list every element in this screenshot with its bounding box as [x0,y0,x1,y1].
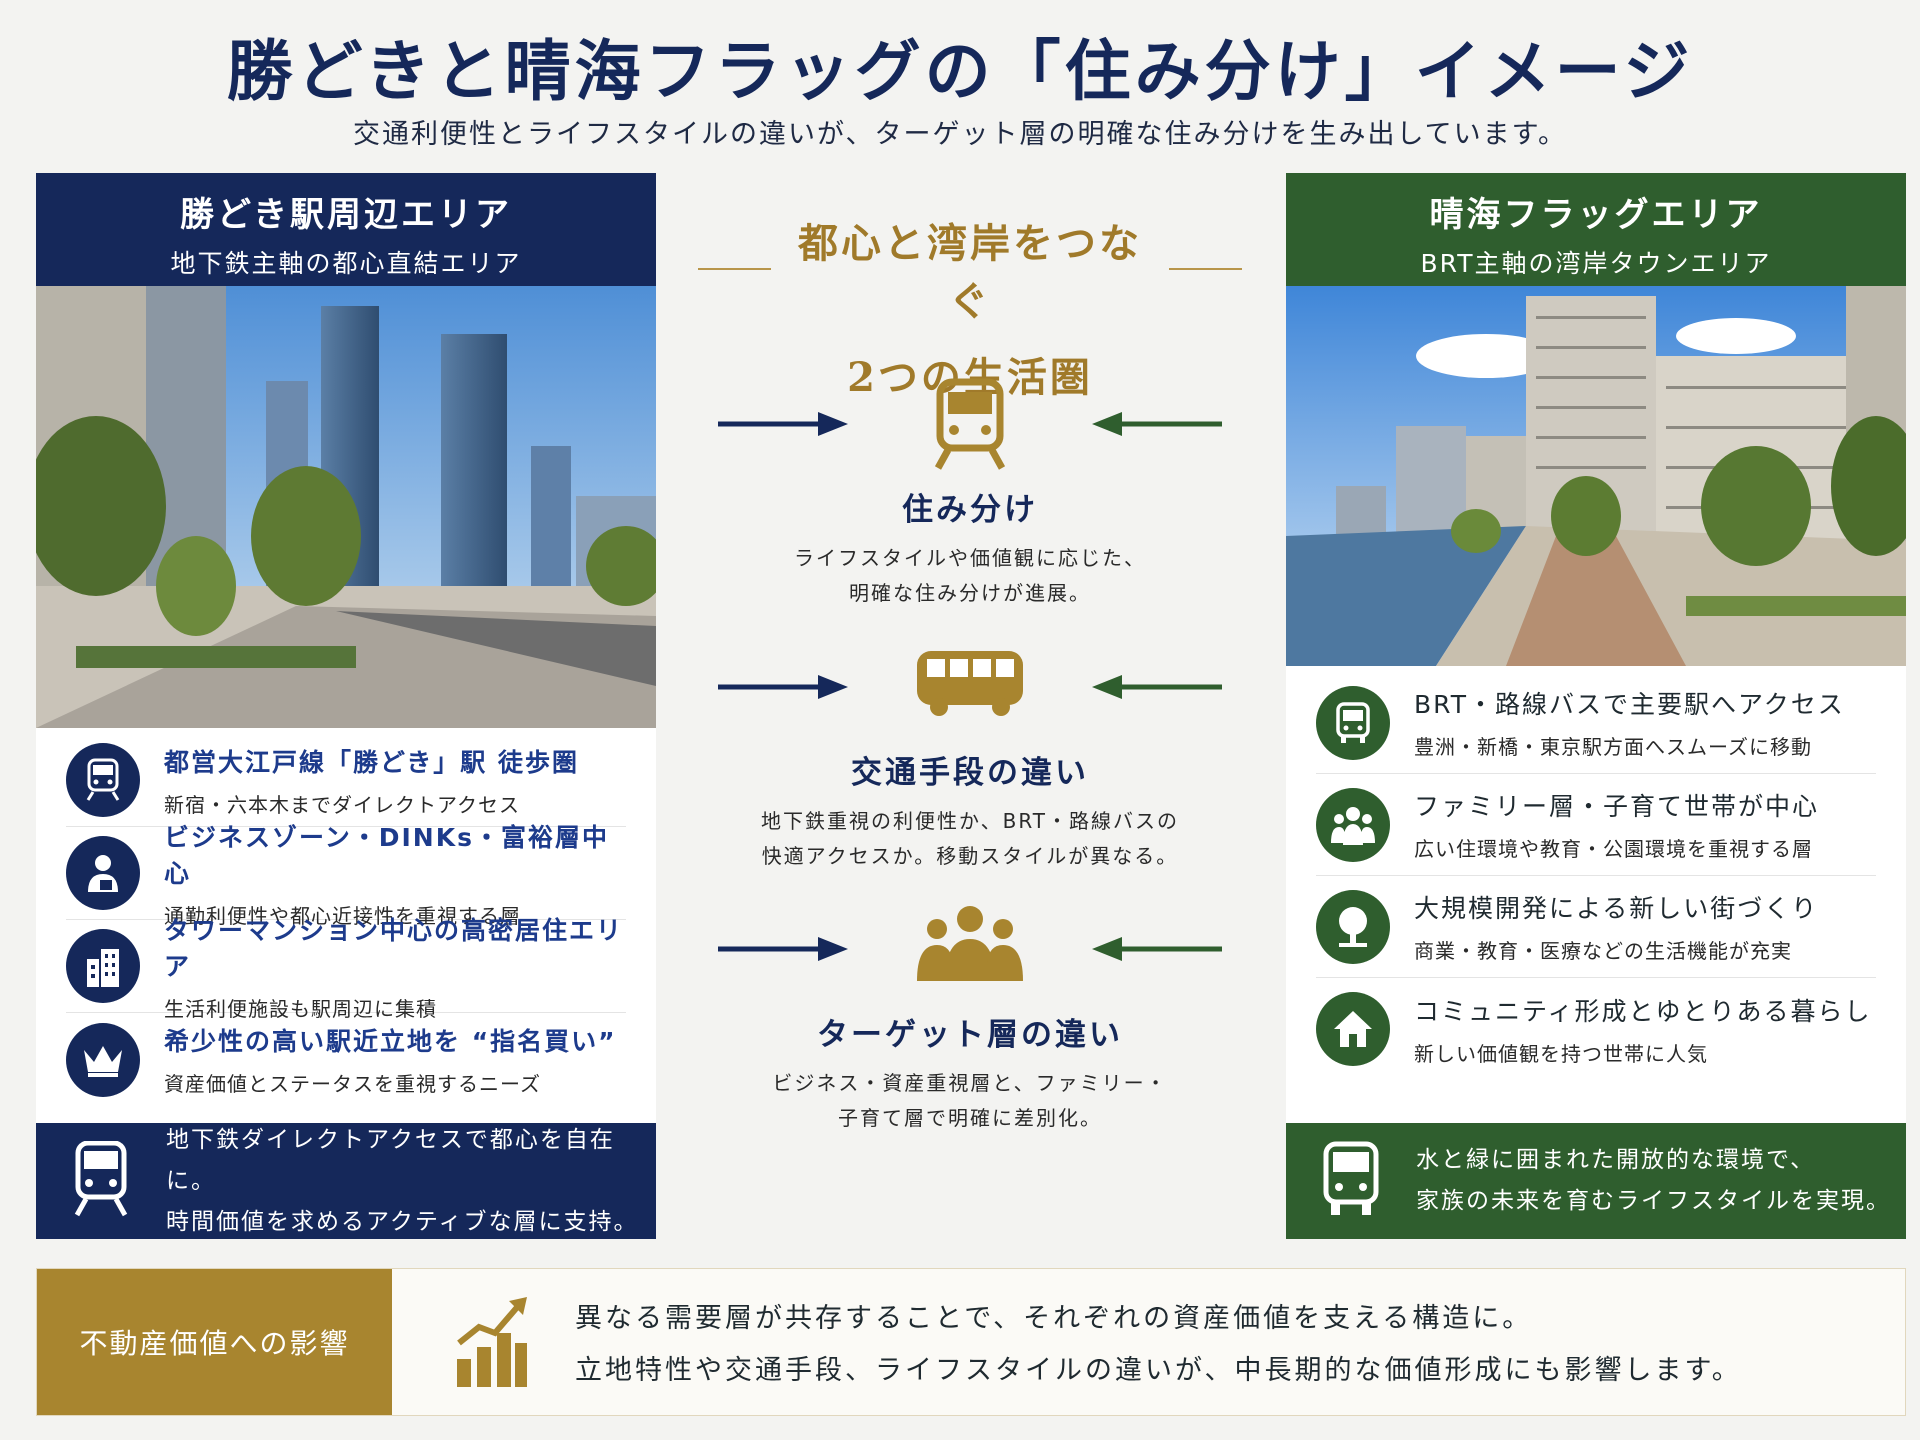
feature-title: コミュニティ形成とゆとりある暮らし [1414,996,1872,1026]
harumi-panel-subtitle: BRT主軸の湾岸タウンエリア [1420,249,1772,278]
arrow-right-icon [718,937,848,961]
harumi-footer-line1: 水と緑に囲まれた開放的な環境で、 [1416,1147,1816,1173]
real-estate-impact-box: 不動産価値への影響 異なる需要層が共存することで、それぞれの資産価値を支える構造… [36,1268,1906,1416]
feature-desc: 商業・教育・医療などの生活機能が充実 [1414,939,1792,963]
arrow-right-icon [718,412,848,436]
feature-title: BRT・路線バスで主要駅へアクセス [1414,690,1845,719]
center-block-desc: 明確な住み分けが進展。 [849,581,1091,605]
list-item: 希少性の高い駅近立地を “指名買い” 資産価値とステータスを重視するニーズ [66,1013,626,1106]
list-item: 大規模開発による新しい街づくり 商業・教育・医療などの生活機能が充実 [1316,876,1876,978]
train-icon [66,743,140,817]
harumi-footer-line2: 家族の未来を育むライフスタイルを実現。 [1416,1188,1891,1214]
tree-icon [1316,889,1390,964]
list-item: タワーマンション中心の高密居住エリア 生活利便施設も駅周辺に集積 [66,916,626,1021]
list-item: ファミリー層・子育て世帯が中心 広い住環境や教育・公園環境を重視する層 [1316,774,1876,876]
feature-title: 大規模開発による新しい街づくり [1414,894,1819,923]
harumi-photo [1286,286,1906,666]
feature-desc: 生活利便施設も駅周辺に集積 [164,996,437,1021]
kachidoki-footer-line1: 地下鉄ダイレクトアクセスで都心を自在に。 [166,1126,615,1194]
center-block-desc: 地下鉄重視の利便性か、BRT・路線バスの [761,809,1179,833]
impact-line2: 立地特性や交通手段、ライフスタイルの違いが、中長期的な価値形成にも影響します。 [575,1355,1742,1386]
feature-desc: 広い住環境や教育・公園環境を重視する層 [1414,837,1813,861]
center-block-desc: 快適アクセスか。移動スタイルが異なる。 [761,844,1179,868]
bus-icon [1316,685,1390,760]
arrow-left-icon [1092,412,1222,436]
feature-title: タワーマンション中心の高密居住エリア [164,915,624,981]
house-icon [1316,992,1390,1066]
people-group-icon [917,906,1023,981]
arrow-left-icon [1092,937,1222,961]
feature-title: 希少性の高い駅近立地を “指名買い” [164,1027,617,1056]
bus-icon [1322,1141,1380,1221]
train-icon [934,378,1006,470]
kachidoki-feature-list: 都営大江戸線「勝どき」駅 徒歩圏 新宿・六本木までダイレクトアクセス ビジネスゾ… [36,728,656,1106]
center-block-transport: 交通手段の違い 地下鉄重視の利便性か、BRT・路線バスの 快適アクセスか。移動ス… [680,641,1260,874]
feature-desc: 新宿・六本木までダイレクトアクセス [164,792,520,817]
center-block-title: 住み分け [902,492,1038,528]
family-icon [1316,787,1390,862]
list-item: BRT・路線バスで主要駅へアクセス 豊洲・新橋・東京駅方面へスムーズに移動 [1316,672,1876,774]
list-item: ビジネスゾーン・DINKs・富裕層中心 通勤利便性や都心近接性を重視する層 [66,823,626,928]
harumi-panel-header: 晴海フラッグエリア BRT主軸の湾岸タウンエリア [1286,173,1906,286]
center-heading-line1: 都心と湾岸をつなぐ [798,220,1142,325]
feature-desc: 資産価値とステータスを重視するニーズ [164,1072,541,1096]
kachidoki-panel-subtitle: 地下鉄主軸の都心直結エリア [170,249,522,278]
center-block-desc: ライフスタイルや価値観に応じた、 [794,546,1146,570]
center-block-title: 交通手段の違い [851,755,1089,791]
impact-label: 不動産価値への影響 [37,1269,392,1415]
crown-icon [66,1022,140,1097]
center-column: 都心と湾岸をつなぐ 2つの生活圏 住み分け ライフスタイルや価値観に応じた、 明… [680,173,1260,1239]
feature-desc: 通勤利便性や都心近接性を重視する層 [164,903,521,928]
harumi-panel-footer: 水と緑に囲まれた開放的な環境で、 家族の未来を育むライフスタイルを実現。 [1286,1123,1906,1239]
page-title: 勝どきと晴海フラッグの「住み分け」イメージ [226,32,1694,110]
center-block-target: ターゲット層の違い ビジネス・資産重視層と、ファミリー・ 子育て層で明確に差別化… [680,903,1260,1136]
impact-line1: 異なる需要層が共存することで、それぞれの資産価値を支える構造に。 [575,1303,1533,1334]
page-subtitle: 交通利便性とライフスタイルの違いが、ターゲット層の明確な住み分けを生み出していま… [353,119,1567,150]
center-block-desc: ビジネス・資産重視層と、ファミリー・ [772,1071,1168,1095]
kachidoki-panel-header: 勝どき駅周辺エリア 地下鉄主軸の都心直結エリア [36,173,656,286]
list-item: コミュニティ形成とゆとりある暮らし 新しい価値観を持つ世帯に人気 [1316,978,1876,1080]
train-icon [72,1140,130,1221]
arrow-left-icon [1092,675,1222,699]
divider [1169,268,1242,270]
harumi-flag-panel: 晴海フラッグエリア BRT主軸の湾岸タウンエリア [1286,173,1906,1239]
list-item: 都営大江戸線「勝どき」駅 徒歩圏 新宿・六本木までダイレクトアクセス [66,734,626,827]
center-block-sumiwake: 住み分け ライフスタイルや価値観に応じた、 明確な住み分けが進展。 [680,378,1260,611]
buildings-icon [66,929,140,1003]
center-heading: 都心と湾岸をつなぐ 2つの生活圏 [680,211,1260,403]
bus-icon [917,651,1023,716]
kachidoki-panel-title: 勝どき駅周辺エリア [180,195,512,235]
harumi-panel-title: 晴海フラッグエリア [1429,195,1763,235]
kachidoki-photo [36,286,656,728]
businessperson-icon [66,836,140,910]
feature-title: ビジネスゾーン・DINKs・富裕層中心 [164,822,609,888]
growth-chart-icon [457,1297,527,1387]
feature-desc: 新しい価値観を持つ世帯に人気 [1414,1041,1708,1066]
feature-desc: 豊洲・新橋・東京駅方面へスムーズに移動 [1414,735,1812,759]
feature-title: 都営大江戸線「勝どき」駅 徒歩圏 [164,747,579,777]
center-block-title: ターゲット層の違い [817,1017,1123,1053]
feature-title: ファミリー層・子育て世帯が中心 [1414,792,1820,821]
kachidoki-panel: 勝どき駅周辺エリア 地下鉄主軸の都心直結エリア [36,173,656,1239]
kachidoki-panel-footer: 地下鉄ダイレクトアクセスで都心を自在に。 時間価値を求めるアクティブな層に支持。 [36,1123,656,1239]
center-block-desc: 子育て層で明確に差別化。 [838,1106,1102,1130]
divider [698,268,771,270]
arrow-right-icon [718,675,848,699]
harumi-feature-list: BRT・路線バスで主要駅へアクセス 豊洲・新橋・東京駅方面へスムーズに移動 ファ… [1286,666,1906,1080]
kachidoki-footer-line2: 時間価値を求めるアクティブな層に支持。 [166,1208,639,1235]
